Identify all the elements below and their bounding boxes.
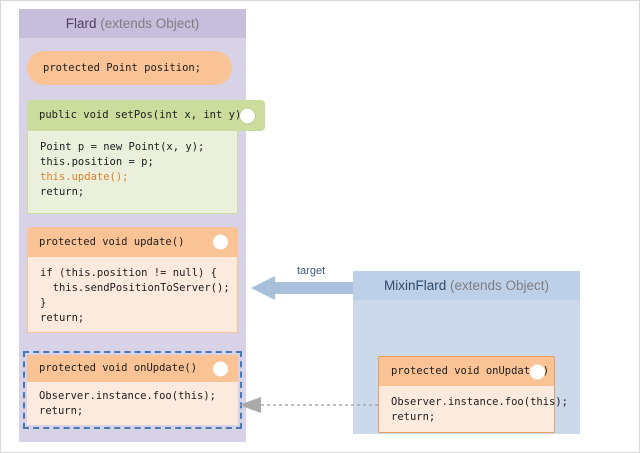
- code-line: Observer.instance.foo(this);: [39, 390, 217, 402]
- method-update-signature: protected void update(): [39, 235, 185, 248]
- code-line: }: [40, 297, 47, 309]
- class-title-flard: Flard (extends Object): [19, 9, 246, 38]
- edge-target-arrow: [251, 276, 353, 300]
- class-name-mixinflard: MixinFlard: [383, 278, 447, 293]
- method-onupdate-flard-header[interactable]: protected void onUpdate(): [27, 355, 238, 382]
- method-onupdate-mixinflard-body: Observer.instance.foo(this); return;: [378, 386, 568, 433]
- method-setpos-signature: public void setPos(int x, int y): [39, 109, 242, 121]
- class-title-mixinflard: MixinFlard (extends Object): [353, 271, 580, 300]
- code-line: if (this.position != null) {: [40, 267, 218, 279]
- connector-dot-icon[interactable]: [213, 234, 228, 250]
- field-position[interactable]: protected Point position;: [27, 51, 232, 85]
- code-line-highlighted: this.update();: [40, 171, 129, 183]
- connector-dot-icon[interactable]: [530, 364, 545, 379]
- method-update-header[interactable]: protected void update(): [27, 227, 238, 257]
- injected-member-highlight: [23, 351, 242, 429]
- method-onupdate-mixinflard-header[interactable]: protected void onUpdate(): [378, 356, 555, 386]
- class-extends-mixinflard: (extends Object): [449, 278, 550, 293]
- connector-dot-icon[interactable]: [239, 107, 256, 124]
- method-onupdate-mixinflard-signature: protected void onUpdate(): [391, 365, 550, 377]
- code-line: return;: [40, 312, 85, 324]
- code-line: this.position = p;: [40, 156, 154, 168]
- code-line: return;: [40, 186, 85, 198]
- code-line: return;: [391, 411, 436, 423]
- method-setpos[interactable]: public void setPos(int x, int y) Point p…: [27, 100, 265, 214]
- class-extends-flard: (extends Object): [100, 16, 200, 31]
- code-line: Point p = new Point(x, y);: [40, 141, 205, 153]
- connector-dot-icon[interactable]: [213, 361, 228, 376]
- code-line: Observer.instance.foo(this);: [391, 396, 569, 408]
- class-name-flard: Flard: [65, 16, 97, 31]
- method-setpos-body: Point p = new Point(x, y); this.position…: [27, 131, 238, 214]
- method-onupdate-mixinflard[interactable]: protected void onUpdate() Observer.insta…: [378, 356, 568, 433]
- code-line: return;: [39, 405, 84, 417]
- method-update[interactable]: protected void update() if (this.positio…: [27, 227, 238, 333]
- edge-label-target: target: [297, 265, 326, 277]
- method-onupdate-flard-signature: protected void onUpdate(): [39, 362, 198, 374]
- field-position-signature: protected Point position;: [43, 61, 202, 74]
- method-onupdate-flard[interactable]: protected void onUpdate() Observer.insta…: [27, 355, 238, 425]
- method-onupdate-flard-body: Observer.instance.foo(this); return;: [27, 382, 238, 425]
- method-setpos-header[interactable]: public void setPos(int x, int y): [27, 100, 265, 131]
- code-line: this.sendPositionToServer();: [40, 282, 230, 294]
- method-update-body: if (this.position != null) { this.sendPo…: [27, 257, 238, 333]
